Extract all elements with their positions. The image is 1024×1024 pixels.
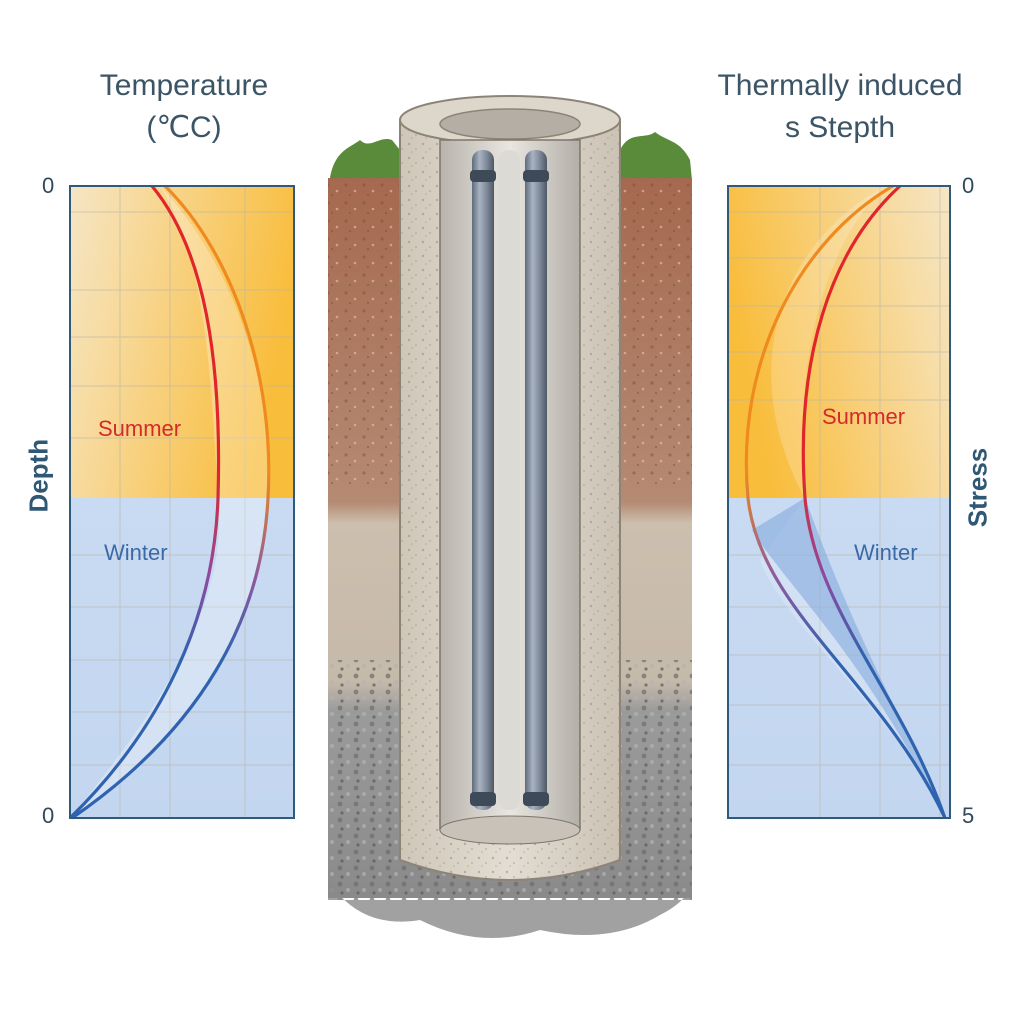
left-chart-frame [69,185,295,819]
left-summer-curve [68,184,221,820]
right-winter-label: Winter [854,540,918,565]
left-orange-curve [71,184,271,820]
right-title-line2: s Stepth [784,111,896,144]
right-summer-zone [728,186,950,498]
right-orange-curve [744,184,947,819]
left-chart [68,184,295,820]
right-chart-frame [727,185,951,819]
pipe-left [472,150,494,810]
right-axis-label-stress: Stress [962,447,993,528]
pipe-right [525,150,547,810]
right-top-tick: 0 [962,173,975,198]
pile-top-rim [399,95,621,145]
pipe-right-cap [523,792,549,806]
left-summer-zone [70,186,294,498]
left-summer-label: Summer [98,416,182,441]
pipe-center [498,150,520,810]
grass-left [330,138,400,180]
left-curve-band [70,186,269,818]
pile-bottom [439,815,581,845]
energy-pile-illustration [328,95,692,938]
right-curve-band [760,186,945,818]
grass-right [620,132,692,180]
right-bottom-tick: 5 [962,803,975,828]
left-top-tick: 0 [42,173,55,198]
left-title-line2: (℃C) [146,111,222,144]
left-title-line1: Temperature [99,69,269,102]
gravel-texture [328,660,692,900]
soil-column [328,178,692,898]
concrete-shell [399,119,621,881]
pipe-left-top-cap [470,170,496,182]
left-winter-label: Winter [104,540,168,565]
pile-inner-cavity [439,139,581,840]
left-axis-label-depth: Depth [23,438,54,513]
soil-texture-top [328,178,692,488]
right-title-line1: Thermally induced [717,69,963,102]
pipe-left-cap [470,792,496,806]
right-gridlines [728,186,950,818]
right-chart [727,184,951,819]
left-bottom-tick: 0 [42,803,55,828]
pipe-right-top-cap [523,170,549,182]
gravel-ragged-bottom [328,880,692,938]
right-summer-label: Summer [822,404,906,429]
pile-top-opening [439,108,581,140]
left-gridlines [70,186,294,818]
concrete-texture [400,120,620,880]
right-summer-curve [801,184,947,819]
